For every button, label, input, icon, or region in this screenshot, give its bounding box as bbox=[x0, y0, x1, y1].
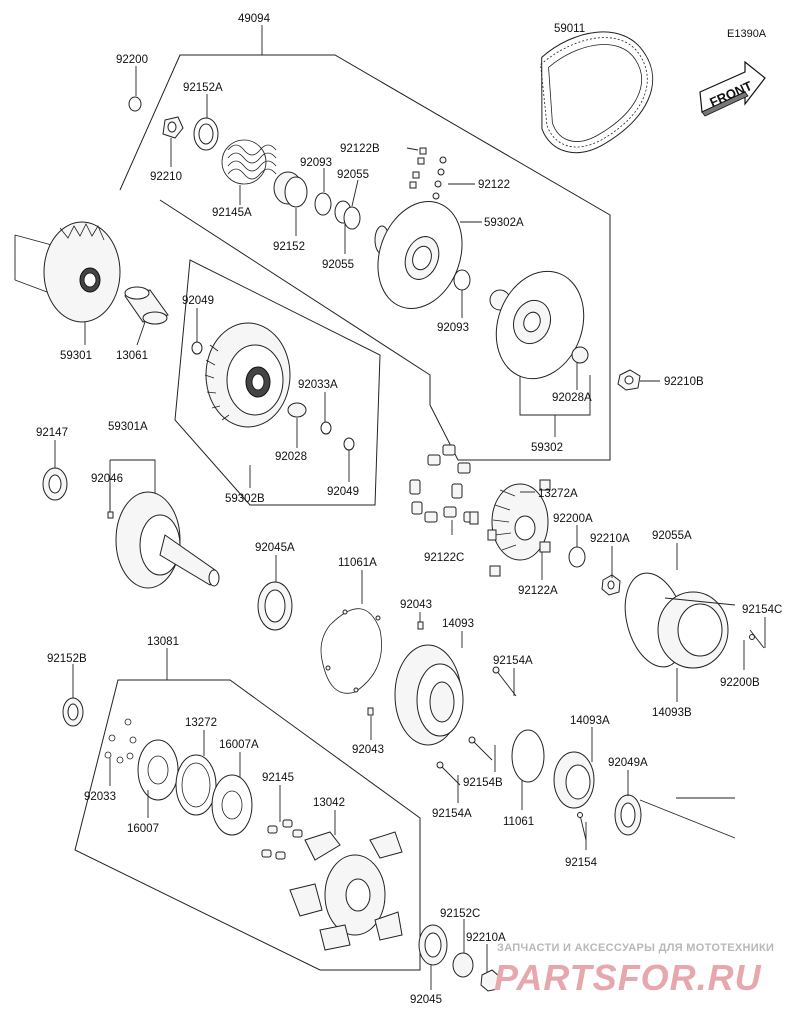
label-92043-upper: 92043 bbox=[400, 599, 432, 611]
label-92200B: 92200B bbox=[720, 677, 760, 689]
sheave-59302 bbox=[489, 270, 585, 380]
label-92145A: 92145A bbox=[212, 207, 252, 219]
label-92122A: 92122A bbox=[518, 585, 558, 597]
sleeve-13061 bbox=[124, 286, 169, 325]
frame-59302B bbox=[174, 259, 381, 506]
spring-92145A bbox=[221, 139, 277, 185]
label-92028A: 92028A bbox=[552, 392, 592, 404]
label-16007A: 16007A bbox=[219, 739, 259, 751]
label-14093A: 14093A bbox=[570, 715, 610, 727]
label-92200: 92200 bbox=[116, 54, 148, 66]
drive-belt bbox=[540, 31, 654, 154]
label-14093B: 14093B bbox=[652, 707, 692, 719]
assembly-outlines bbox=[74, 25, 611, 971]
label-92154A-lower: 92154A bbox=[432, 808, 472, 820]
label-92028: 92028 bbox=[275, 451, 307, 463]
label-14093: 14093 bbox=[442, 618, 474, 630]
weights-92122 bbox=[409, 147, 447, 200]
label-13042: 13042 bbox=[313, 797, 345, 809]
label-92152A: 92152A bbox=[183, 82, 223, 94]
label-92154A-upper: 92154A bbox=[493, 655, 533, 667]
label-92045: 92045 bbox=[410, 994, 442, 1006]
watermark-logo: PARTSFOR.RU bbox=[494, 957, 762, 998]
label-92145: 92145 bbox=[262, 772, 294, 784]
front-direction-arrow-icon: FRONT bbox=[699, 60, 766, 117]
part-labels: E1390A 49094 59011 92200 92152A 92210 92… bbox=[36, 13, 782, 1006]
label-13272: 13272 bbox=[185, 717, 217, 729]
label-92046: 92046 bbox=[91, 473, 123, 485]
label-92152: 92152 bbox=[273, 241, 305, 253]
label-59302A: 59302A bbox=[484, 217, 524, 229]
leader-lines bbox=[54, 66, 766, 990]
label-59011: 59011 bbox=[554, 23, 585, 35]
label-92049-upper: 92049 bbox=[182, 295, 214, 307]
label-92049A: 92049A bbox=[608, 757, 648, 769]
pulley-59301 bbox=[14, 221, 121, 323]
label-13081: 13081 bbox=[147, 636, 179, 648]
part-shapes-upper bbox=[14, 96, 765, 746]
label-92152B: 92152B bbox=[47, 653, 87, 665]
label-59301A: 59301A bbox=[108, 421, 148, 433]
label-92049-lower: 92049 bbox=[327, 486, 359, 498]
frame-49094 bbox=[119, 54, 611, 461]
gasket-11061A bbox=[320, 608, 382, 694]
label-92033: 92033 bbox=[84, 791, 116, 803]
cover-14093B bbox=[657, 591, 736, 669]
frame-13081 bbox=[74, 679, 421, 971]
label-16007: 16007 bbox=[127, 823, 159, 835]
label-92055A: 92055A bbox=[652, 530, 692, 542]
label-92200A: 92200A bbox=[553, 513, 593, 525]
sheave-59302A bbox=[374, 201, 463, 309]
label-92210A-lower: 92210A bbox=[466, 932, 506, 944]
label-59302B: 59302B bbox=[225, 493, 265, 505]
clutch-13042 bbox=[289, 831, 403, 951]
label-92122: 92122 bbox=[478, 179, 510, 191]
label-13061: 13061 bbox=[116, 350, 148, 362]
label-59301: 59301 bbox=[60, 350, 92, 362]
label-92210A-upper: 92210A bbox=[590, 533, 630, 545]
label-92210B: 92210B bbox=[664, 376, 704, 388]
label-92093-upper: 92093 bbox=[300, 157, 332, 169]
label-59302: 59302 bbox=[531, 442, 563, 454]
label-92122C: 92122C bbox=[424, 552, 464, 564]
label-49094: 49094 bbox=[238, 13, 271, 25]
cover-14093 bbox=[394, 644, 464, 746]
label-92154B: 92154B bbox=[463, 777, 503, 789]
label-11061: 11061 bbox=[503, 816, 534, 828]
label-92043-lower: 92043 bbox=[352, 744, 384, 756]
watermark-tagline: ЗАПЧАСТИ И АКСЕССУАРЫ ДЛЯ МОТОТЕХНИКИ bbox=[497, 942, 774, 954]
label-92055-lower: 92055 bbox=[322, 259, 354, 271]
label-11061A: 11061A bbox=[338, 557, 377, 569]
label-92093-lower: 92093 bbox=[437, 322, 469, 334]
label-92210: 92210 bbox=[150, 171, 182, 183]
label-92122B: 92122B bbox=[340, 143, 380, 155]
label-92033A: 92033A bbox=[298, 379, 338, 391]
diagram-code: E1390A bbox=[727, 28, 767, 40]
label-92147: 92147 bbox=[36, 427, 68, 439]
label-92154: 92154 bbox=[565, 857, 598, 869]
pulley-59301A bbox=[115, 491, 220, 589]
label-92152C: 92152C bbox=[440, 908, 480, 920]
label-92055-upper: 92055 bbox=[337, 169, 369, 181]
label-92045A: 92045A bbox=[255, 542, 295, 554]
spider-59302B bbox=[204, 322, 291, 428]
cam-13272A bbox=[469, 479, 551, 561]
watermark: ЗАПЧАСТИ И АКСЕССУАРЫ ДЛЯ МОТОТЕХНИКИ PA… bbox=[494, 942, 774, 998]
label-92154C: 92154C bbox=[742, 604, 782, 616]
rollers-92122C bbox=[409, 444, 477, 523]
part-shapes-lower bbox=[62, 697, 736, 992]
label-13272A: 13272A bbox=[538, 488, 578, 500]
